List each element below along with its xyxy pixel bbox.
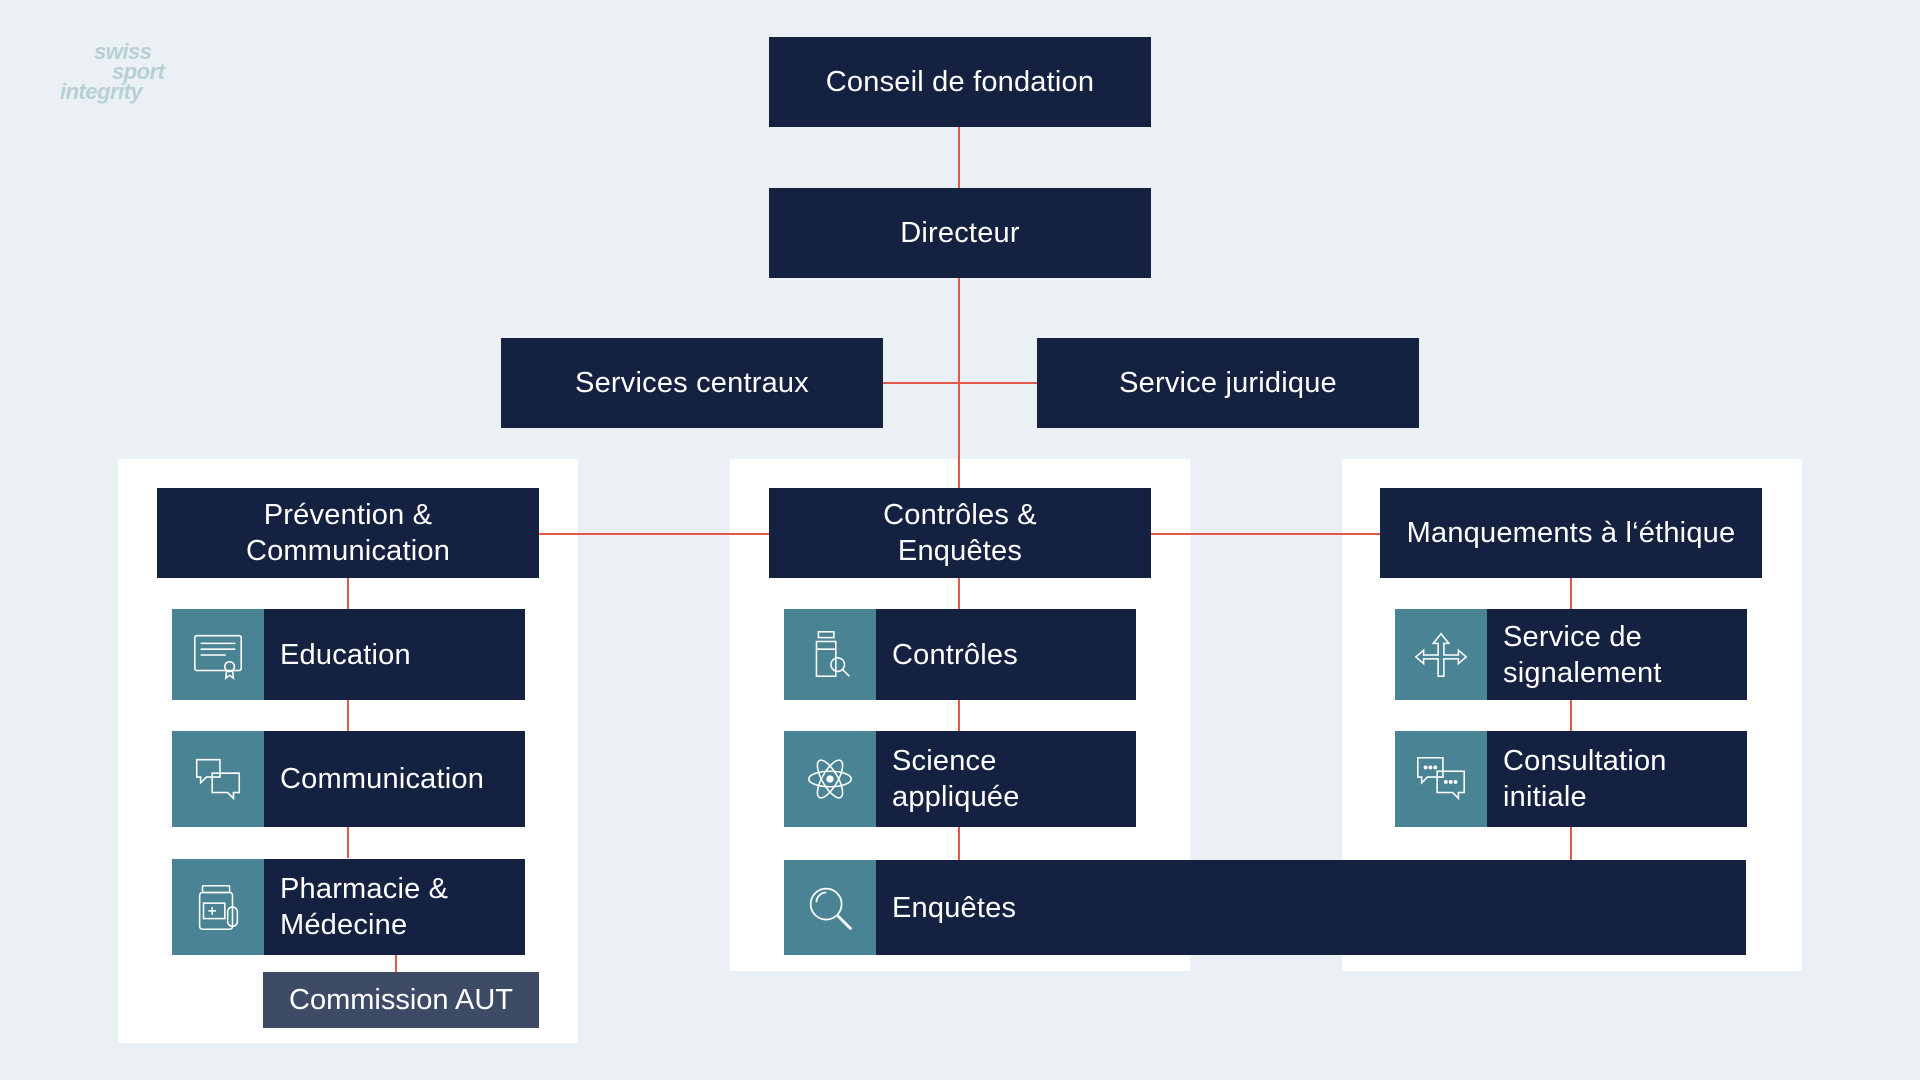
- connector-pharmacy-aut: [395, 955, 397, 972]
- swiss-sport-integrity-logo: swiss sport integrity: [60, 39, 165, 104]
- reporting-service-label: Service de signalement: [1503, 620, 1662, 689]
- unit-investigations: Enquêtes: [784, 860, 1746, 955]
- magnifier-icon: [784, 860, 876, 955]
- connector-prevention-stack: [347, 578, 349, 858]
- controls-investigations-label: Contrôles & Enquêtes: [883, 499, 1037, 567]
- prevention-communication-box: Prévention & Communication: [157, 488, 539, 578]
- connector-board-director: [958, 126, 960, 188]
- unit-communication: Communication: [172, 731, 525, 827]
- logo-line-2: sport: [112, 59, 165, 84]
- medicine-bottle-icon: [172, 859, 264, 955]
- unit-reporting-service: Service de signalement: [1395, 609, 1747, 700]
- logo-line-1: swiss: [94, 39, 152, 64]
- board-box: Conseil de fondation: [769, 37, 1151, 127]
- director-label: Directeur: [900, 217, 1020, 249]
- commission-aut-box: Commission AUT: [263, 972, 539, 1028]
- unit-pharmacy-medicine: Pharmacie & Médecine: [172, 859, 525, 955]
- connector-prevention-controls: [539, 533, 769, 535]
- central-services-box: Services centraux: [501, 338, 883, 428]
- communication-label: Communication: [280, 763, 485, 795]
- initial-consultation-label: Consultation initiale: [1503, 745, 1667, 813]
- commission-aut-label: Commission AUT: [289, 983, 513, 1016]
- chat-bubbles-icon: [172, 731, 264, 827]
- prevention-communication-label: Prévention & Communication: [245, 499, 451, 567]
- logo-line-3: integrity: [60, 79, 143, 104]
- legal-service-box: Service juridique: [1037, 338, 1419, 428]
- connector-ethics-stack: [1570, 578, 1572, 860]
- ethics-breaches-box: Manquements à l‘éthique: [1380, 488, 1762, 578]
- board-label: Conseil de fondation: [825, 66, 1095, 98]
- unit-applied-science: Science appliquée: [784, 731, 1136, 827]
- sample-bottle-magnifier-icon: [784, 609, 876, 700]
- controls-label: Contrôles: [892, 638, 1018, 671]
- central-services-label: Services centraux: [575, 367, 809, 399]
- unit-education: Education: [172, 609, 525, 700]
- connector-controls-ethics: [1150, 533, 1380, 535]
- connector-central-legal: [883, 382, 1037, 384]
- speech-bubbles-icon: [1395, 731, 1487, 827]
- direction-arrows-icon: [1395, 609, 1487, 700]
- atom-icon: [784, 731, 876, 827]
- controls-investigations-box: Contrôles & Enquêtes: [769, 488, 1151, 578]
- unit-controls: Contrôles: [784, 609, 1136, 700]
- legal-service-label: Service juridique: [1119, 367, 1337, 399]
- ethics-breaches-label: Manquements à l‘éthique: [1406, 517, 1736, 549]
- certificate-icon: [172, 609, 264, 700]
- connector-controls-stack: [958, 578, 960, 860]
- education-label: Education: [280, 638, 411, 671]
- investigations-label: Enquêtes: [892, 891, 1017, 924]
- applied-science-label: Science appliquée: [892, 745, 1020, 813]
- pharmacy-medicine-label: Pharmacie & Médecine: [280, 873, 449, 941]
- director-box: Directeur: [769, 188, 1151, 278]
- unit-initial-consultation: Consultation initiale: [1395, 731, 1747, 827]
